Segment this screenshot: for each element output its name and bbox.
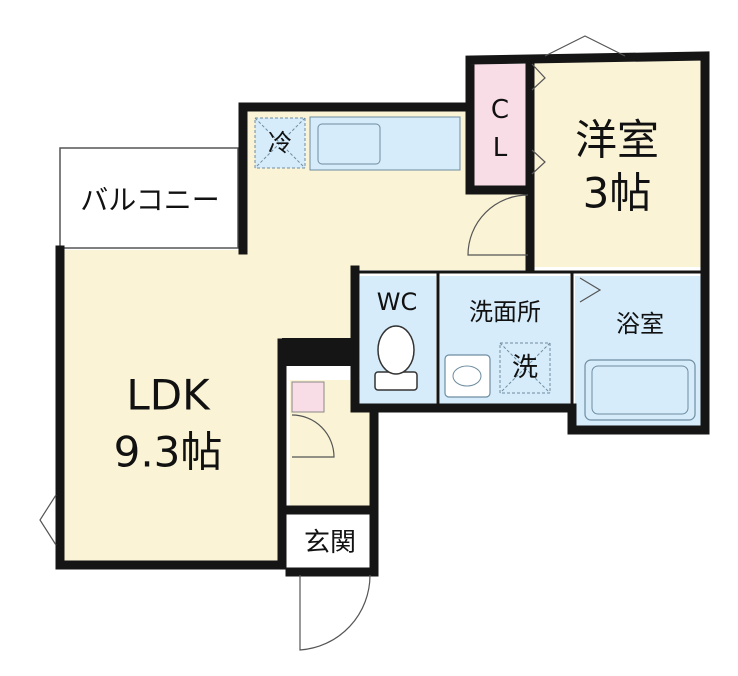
wall-column (282, 338, 354, 366)
closet-label-l: L (493, 133, 508, 163)
fridge-space-icon-cross (254, 117, 306, 169)
washer-label: 洗 (512, 353, 538, 383)
washer-space-icon-cross (499, 342, 551, 394)
kitchen-sink (317, 123, 381, 165)
western-room-size-label: 3帖 (583, 169, 652, 218)
bathtub (584, 359, 696, 421)
closet-floor (472, 64, 530, 188)
entrance-label: 玄関 (304, 528, 356, 558)
western-room-floor (532, 56, 703, 267)
western-room-name-label: 洋室 (575, 116, 659, 165)
fridge-label: 冷 (268, 129, 292, 157)
wc-label: WC (377, 288, 418, 316)
balcony-label: バルコニー (80, 184, 219, 217)
washroom-label: 洗面所 (469, 298, 541, 326)
toilet-bowl (377, 325, 415, 375)
bath-label: 浴室 (616, 310, 664, 338)
ldk-name-label: LDK (126, 371, 211, 420)
partitions (355, 270, 705, 406)
ldk-floor (60, 107, 528, 565)
ldk-size-label: 9.3帖 (114, 428, 223, 477)
wash-basin (444, 354, 491, 398)
shoe-box (291, 381, 325, 413)
entrance-floor (290, 512, 374, 564)
closet-label-c: C (491, 95, 509, 125)
bathtub-inner (591, 365, 689, 415)
wash-basin-bowl (452, 365, 482, 387)
doors (39, 35, 626, 651)
balcony-floor (59, 147, 239, 249)
